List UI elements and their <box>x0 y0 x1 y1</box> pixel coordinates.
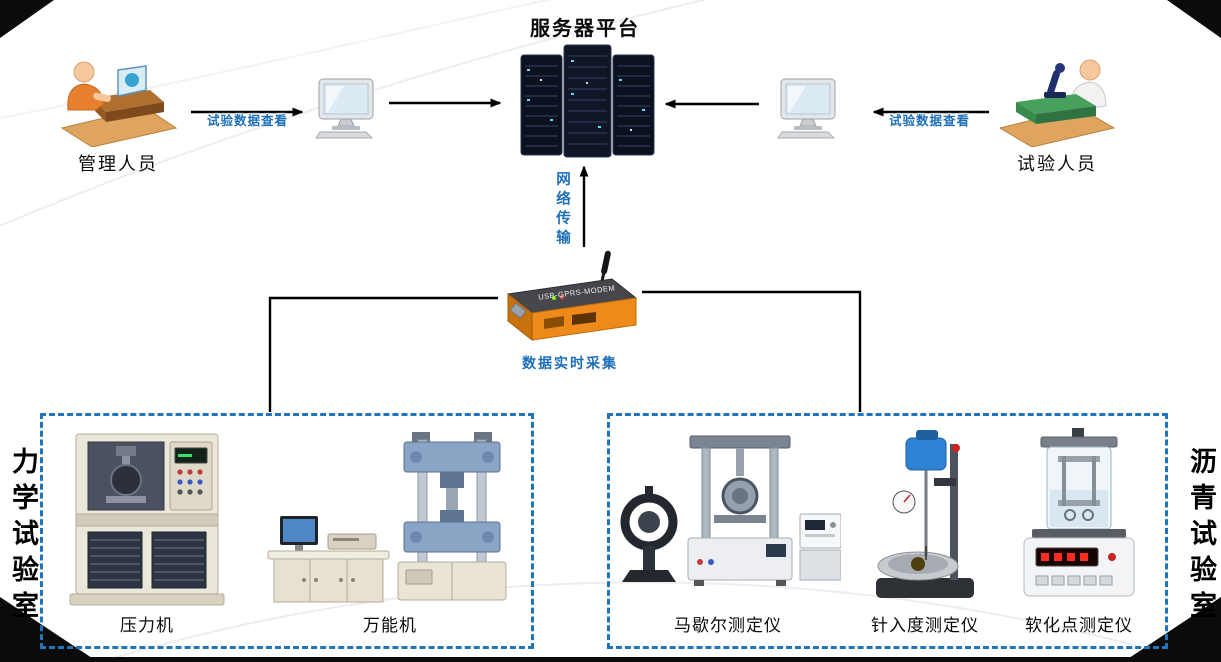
manager-person-image <box>58 52 178 152</box>
mechanics-lab-side-label: 力学试验室 <box>8 447 38 627</box>
tester-arrow-label: 试验数据查看 <box>888 114 970 128</box>
network-transmission-label: 网络传输 <box>554 171 570 249</box>
tester-person-icon <box>998 59 1116 148</box>
right-monitor-image <box>776 76 841 146</box>
gprs-modem-icon <box>506 250 638 342</box>
press-machine-image <box>62 428 232 613</box>
universal-machine-label: 万能机 <box>363 616 417 635</box>
server-racks-image <box>520 42 655 165</box>
server-racks-icon <box>520 44 655 158</box>
softening-point-tester-image <box>1014 428 1144 611</box>
line-modem-to-asphalt-lab <box>642 290 862 412</box>
tester-person-image <box>998 52 1116 152</box>
penetration-tester-icon <box>876 430 974 598</box>
left-monitor-icon <box>315 78 374 139</box>
marshall-tester-label: 马歇尔测定仪 <box>674 616 782 635</box>
manager-person-icon <box>60 61 178 148</box>
asphalt-lab-side-label: 沥青试验室 <box>1186 447 1216 627</box>
left-monitor-image <box>314 76 379 146</box>
universal-machine-icon <box>397 432 507 601</box>
softening-point-tester-label: 软化点测定仪 <box>1025 616 1133 635</box>
gprs-modem-image: USB-GPRS-MODEM <box>498 246 642 348</box>
server-platform-title: 服务器平台 <box>530 18 640 40</box>
marshall-tester-icon <box>620 435 842 586</box>
penetration-tester-label: 针入度测定仪 <box>871 616 979 635</box>
line-modem-to-mechanics-lab <box>268 296 498 412</box>
marshall-tester-image <box>616 430 842 610</box>
data-collection-label: 数据实时采集 <box>522 355 618 371</box>
softening-point-tester-icon <box>1023 428 1135 597</box>
universal-machine-console-icon <box>267 516 390 603</box>
penetration-tester-image <box>860 428 990 611</box>
manager-arrow-label: 试验数据查看 <box>206 114 288 128</box>
press-machine-label: 压力机 <box>120 616 174 635</box>
press-machine-icon <box>69 433 225 606</box>
universal-machine-console-image <box>266 506 391 611</box>
right-monitor-icon <box>777 78 836 139</box>
manager-label: 管理人员 <box>78 154 158 174</box>
universal-machine-image <box>392 428 512 611</box>
tester-label: 试验人员 <box>1017 154 1097 174</box>
